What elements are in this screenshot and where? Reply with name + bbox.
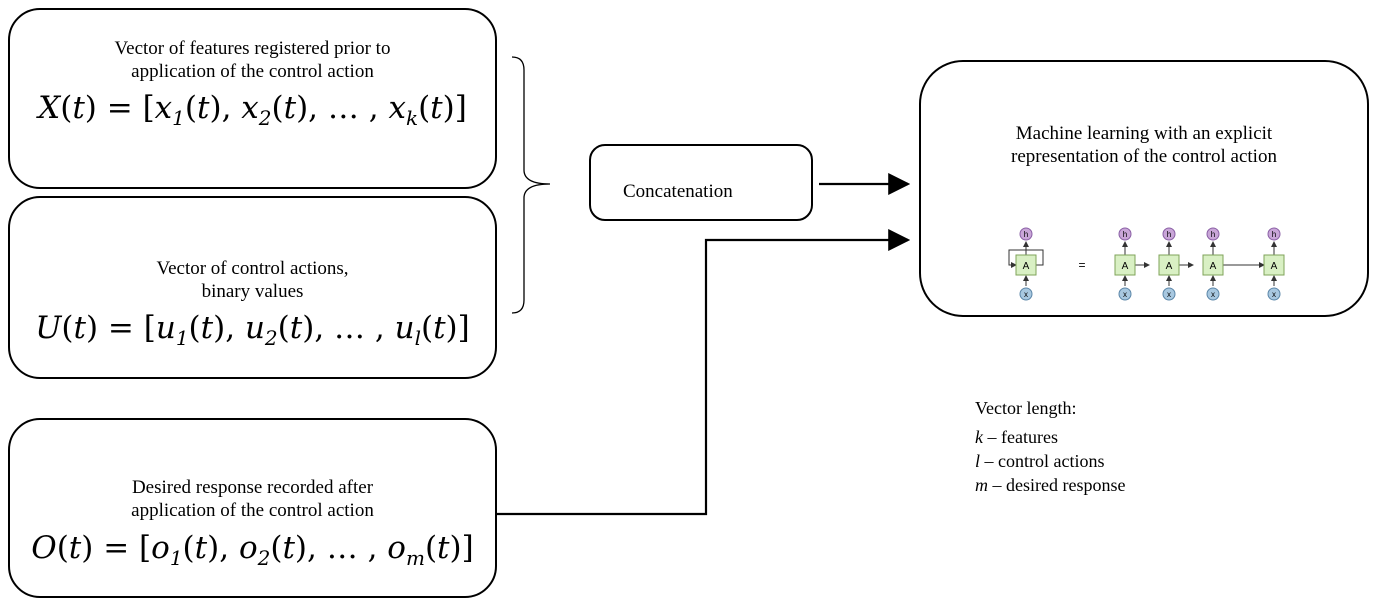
curly-brace [511, 56, 551, 314]
response-to-ml-arrow [497, 229, 911, 516]
rnn-unrolled-chain: A h x A h x A h x A [1114, 227, 1285, 301]
svg-text:A: A [1166, 261, 1173, 272]
svg-text:h: h [1123, 230, 1127, 239]
response-equation: O(t) = [o1(t), o2(t), … , om(t)] [31, 530, 474, 570]
legend-item-l: l – control actions [975, 451, 1105, 471]
rnn-unrolled-diagram: A h x = A h x A h [1008, 227, 1285, 301]
features-caption: Vector of features registered prior to a… [114, 38, 391, 82]
ml-caption: Machine learning with an explicit repres… [1011, 123, 1277, 167]
vector-length-legend: Vector length: k – features l – control … [975, 396, 1125, 497]
control-caption: Vector of control actions, binary values [156, 258, 349, 302]
svg-text:A: A [1122, 261, 1129, 272]
svg-text:x: x [1272, 290, 1276, 299]
svg-text:x: x [1167, 290, 1171, 299]
svg-text:x: x [1024, 290, 1028, 299]
response-caption: Desired response recorded after applicat… [131, 477, 374, 521]
svg-text:h: h [1211, 230, 1215, 239]
control-equation: U(t) = [u1(t), u2(t), … , ul(t)] [35, 310, 470, 350]
features-equation: X(t) = [x1(t), x2(t), … , xk(t)] [38, 90, 467, 130]
concatenation-box: Concatenation [589, 144, 813, 221]
svg-text:h: h [1024, 230, 1028, 239]
svg-text:h: h [1167, 230, 1171, 239]
svg-text:A: A [1271, 261, 1278, 272]
legend-item-m: m – desired response [975, 475, 1126, 495]
control-vector-box: Vector of control actions, binary values… [8, 196, 497, 379]
ml-model-box: Machine learning with an explicit repres… [919, 60, 1369, 317]
concatenation-label: Concatenation [623, 181, 733, 202]
legend-item-k: k – features [975, 427, 1058, 447]
response-vector-box: Desired response recorded after applicat… [8, 418, 497, 598]
legend-title: Vector length: [975, 398, 1077, 418]
rnn-rolled-cell: A h x [1008, 227, 1044, 301]
svg-text:x: x [1211, 290, 1215, 299]
svg-text:x: x [1123, 290, 1127, 299]
svg-text:A: A [1023, 261, 1030, 272]
features-vector-box: Vector of features registered prior to a… [8, 8, 497, 189]
svg-text:h: h [1272, 230, 1276, 239]
svg-text:A: A [1210, 261, 1217, 272]
rnn-equals-sign: = [1078, 258, 1085, 272]
